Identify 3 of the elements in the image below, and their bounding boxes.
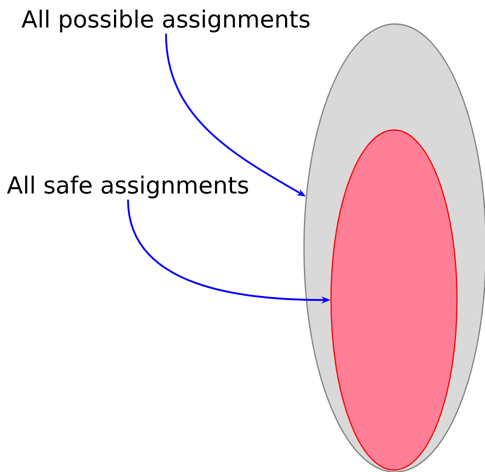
inner-ellipse (330, 129, 458, 471)
text-label: All safe assignments (7, 176, 248, 198)
text-label: All possible assignments (22, 10, 310, 32)
